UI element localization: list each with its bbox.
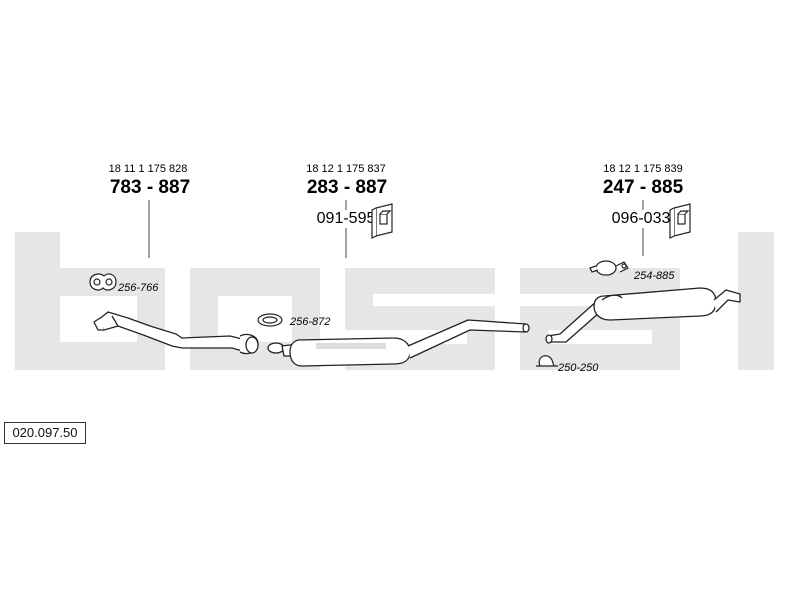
mount-part-rear: 096-033 bbox=[612, 210, 671, 227]
rubber-mount-rear-icon bbox=[669, 203, 691, 239]
bosal-watermark-logo bbox=[15, 232, 774, 370]
ref-clamp-mid: 250-250 bbox=[557, 362, 599, 374]
mount-part-middle: 091-595 bbox=[317, 210, 376, 227]
front-pipe-drawing bbox=[93, 311, 259, 355]
ref-gasket-front: 256-766 bbox=[117, 282, 159, 294]
part-number-middle: 283 - 887 bbox=[307, 177, 387, 198]
diagram-code: 020.097.50 bbox=[12, 425, 78, 440]
rear-silencer-drawing bbox=[545, 287, 741, 344]
group-middle-silencer: 18 12 1 175 837 283 - 887 091-595 bbox=[306, 163, 393, 258]
clamp-mid-icon bbox=[536, 355, 558, 367]
bracket-rear-icon bbox=[589, 260, 629, 276]
group-front-pipe: 18 11 1 175 828 783 - 887 bbox=[109, 163, 190, 258]
diagram-code-box: 020.097.50 bbox=[4, 422, 86, 444]
gasket-ring-icon bbox=[257, 313, 283, 327]
ref-bracket-rear: 254-885 bbox=[633, 270, 675, 282]
oem-number-middle: 18 12 1 175 837 bbox=[306, 163, 386, 175]
rubber-mount-middle-icon bbox=[371, 203, 393, 239]
part-number-front: 783 - 887 bbox=[110, 177, 190, 198]
oem-number-front: 18 11 1 175 828 bbox=[109, 163, 188, 175]
gasket-front-icon bbox=[89, 273, 117, 291]
group-rear-silencer: 18 12 1 175 839 247 - 885 096-033 bbox=[603, 163, 691, 256]
middle-silencer-drawing bbox=[267, 319, 530, 367]
part-number-rear: 247 - 885 bbox=[603, 177, 684, 198]
oem-number-rear: 18 12 1 175 839 bbox=[603, 163, 683, 175]
ref-gasket-ring: 256-872 bbox=[289, 316, 330, 328]
